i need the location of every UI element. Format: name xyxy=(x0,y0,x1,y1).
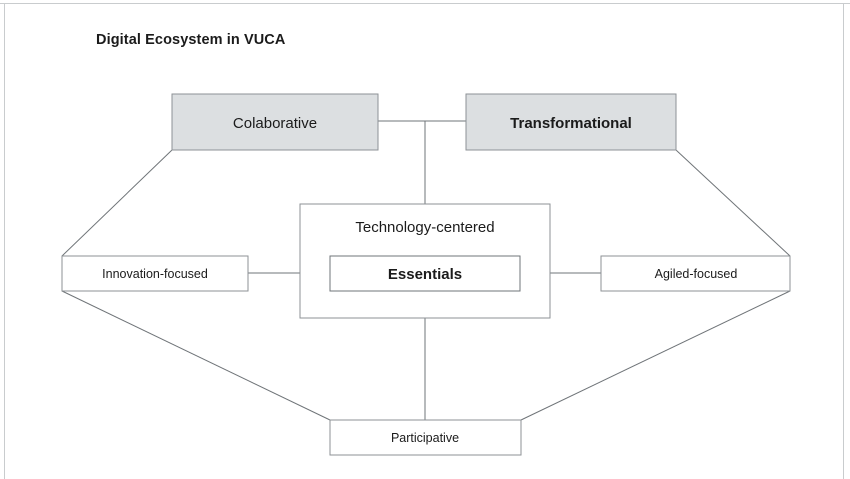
page-title: Digital Ecosystem in VUCA xyxy=(96,32,286,48)
canvas-border-top xyxy=(0,3,850,4)
node-participative-label: Participative xyxy=(391,431,459,445)
node-participative[interactable]: Participative xyxy=(329,419,522,456)
diagonal-innovation-to-participative xyxy=(61,290,331,421)
canvas-border-right xyxy=(843,3,844,479)
diagonal-agiled-to-participative xyxy=(520,290,791,421)
diagonal-colaborative-to-innovation xyxy=(61,149,173,257)
node-colaborative-label: Colaborative xyxy=(233,115,317,132)
node-colaborative[interactable]: Colaborative xyxy=(171,93,379,151)
node-agiled-focused-box[interactable] xyxy=(600,255,791,292)
node-essentials-box[interactable] xyxy=(329,255,521,292)
node-colaborative-box[interactable] xyxy=(171,93,379,151)
node-transformational-box[interactable] xyxy=(465,93,677,151)
diagonal-transformational-to-agiled xyxy=(675,149,791,257)
node-participative-box[interactable] xyxy=(329,419,522,456)
node-technology-centered-label: Technology-centered xyxy=(355,219,494,236)
node-innovation-focused[interactable]: Innovation-focused xyxy=(61,255,249,292)
node-essentials-label: Essentials xyxy=(388,266,462,283)
node-agiled-focused[interactable]: Agiled-focused xyxy=(600,255,791,292)
node-technology-centered[interactable]: Technology-centered Essentials xyxy=(299,203,551,319)
node-agiled-focused-label: Agiled-focused xyxy=(655,267,738,281)
node-transformational[interactable]: Transformational xyxy=(465,93,677,151)
node-innovation-focused-label: Innovation-focused xyxy=(102,267,208,281)
canvas-border-left xyxy=(4,3,5,479)
node-essentials[interactable]: Essentials xyxy=(329,255,521,292)
node-transformational-label: Transformational xyxy=(510,115,632,132)
node-innovation-focused-box[interactable] xyxy=(61,255,249,292)
